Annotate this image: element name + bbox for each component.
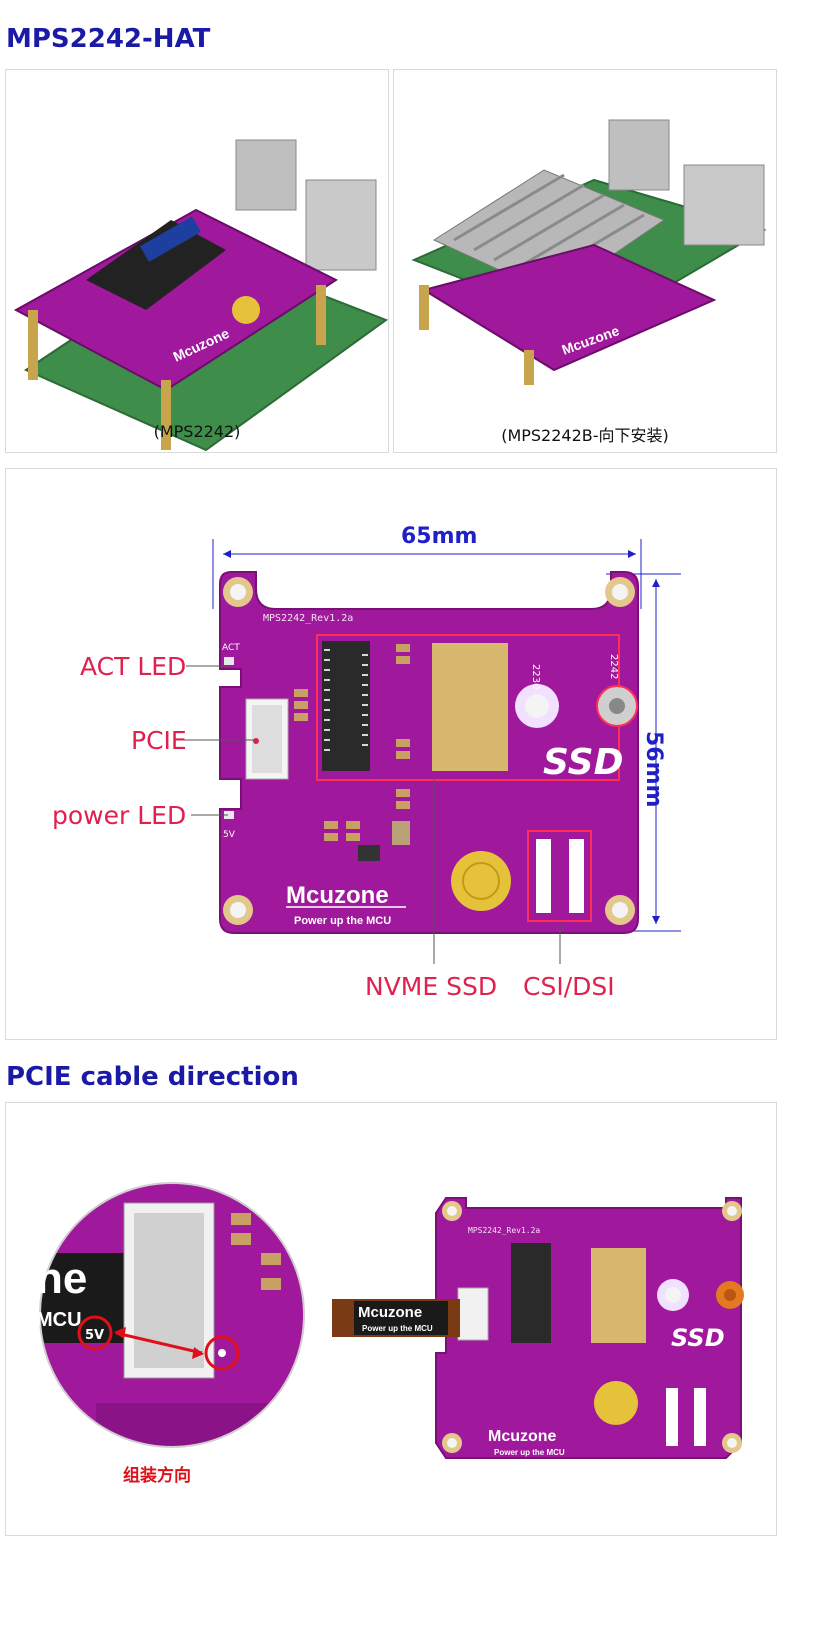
callout-act-led: ACT LED [80,652,187,681]
cable-direction-panel: ne MCU 5V MPS2242_Rev1.2a SSD Mcuzone Po… [5,1102,777,1536]
board-diagram-panel: MPS2242_Rev1.2a 2230 2242 SSD [5,468,777,1040]
callout-pcie: PCIE [131,726,187,755]
zoom-mcu-fragment: MCU [36,1309,82,1331]
photo-caption-mps2242b: (MPS2242B-向下安装) [501,426,669,445]
dimension-width: 65mm [401,524,478,549]
zoom-brand-fragment: ne [36,1254,87,1303]
cable-brand: Mcuzone [358,1304,422,1321]
photo-panel-mps2242: Mcuzone (MPS2242) [5,69,389,453]
small-silk-name: MPS2242_Rev1.2a [468,1226,540,1235]
small-board-tagline: Power up the MCU [494,1448,565,1457]
dimension-height: 56mm [641,731,666,808]
callout-nvme-ssd: NVME SSD [365,972,498,1001]
board-photo-mps2242b: Mcuzone [411,119,767,385]
assembly-direction-label: 组装方向 [123,1466,191,1486]
section-title-hat: MPS2242-HAT [6,24,211,54]
board-top-view: MPS2242_Rev1.2a 2230 2242 SSD [184,539,681,964]
silk-2242: 2242 [608,654,619,679]
silk-2230: 2230 [530,664,541,689]
board-photo-mps2242: Mcuzone [13,139,389,452]
silk-act: ACT [222,643,240,653]
board-brand: Mcuzone [286,882,389,909]
silk-ssd: SSD [543,742,623,783]
cable-direction-illustration: ne MCU 5V MPS2242_Rev1.2a SSD Mcuzone Po… [36,1182,744,1459]
photo-caption-mps2242: (MPS2242) [153,422,241,441]
silk-5v: 5V [223,830,236,840]
callout-csi-dsi: CSI/DSI [523,972,615,1001]
cable-tagline: Power up the MCU [362,1324,433,1333]
section-title-cable: PCIE cable direction [6,1062,299,1092]
callout-power-led: power LED [52,801,187,830]
silk-board-name: MPS2242_Rev1.2a [263,613,353,624]
small-silk-ssd: SSD [671,1324,725,1352]
zoom-5v-label: 5V [85,1328,104,1343]
small-board-brand: Mcuzone [488,1428,557,1445]
board-tagline: Power up the MCU [294,915,391,927]
photo-panel-mps2242b: Mcuzone (MPS2242B-向下安装) [393,69,777,453]
